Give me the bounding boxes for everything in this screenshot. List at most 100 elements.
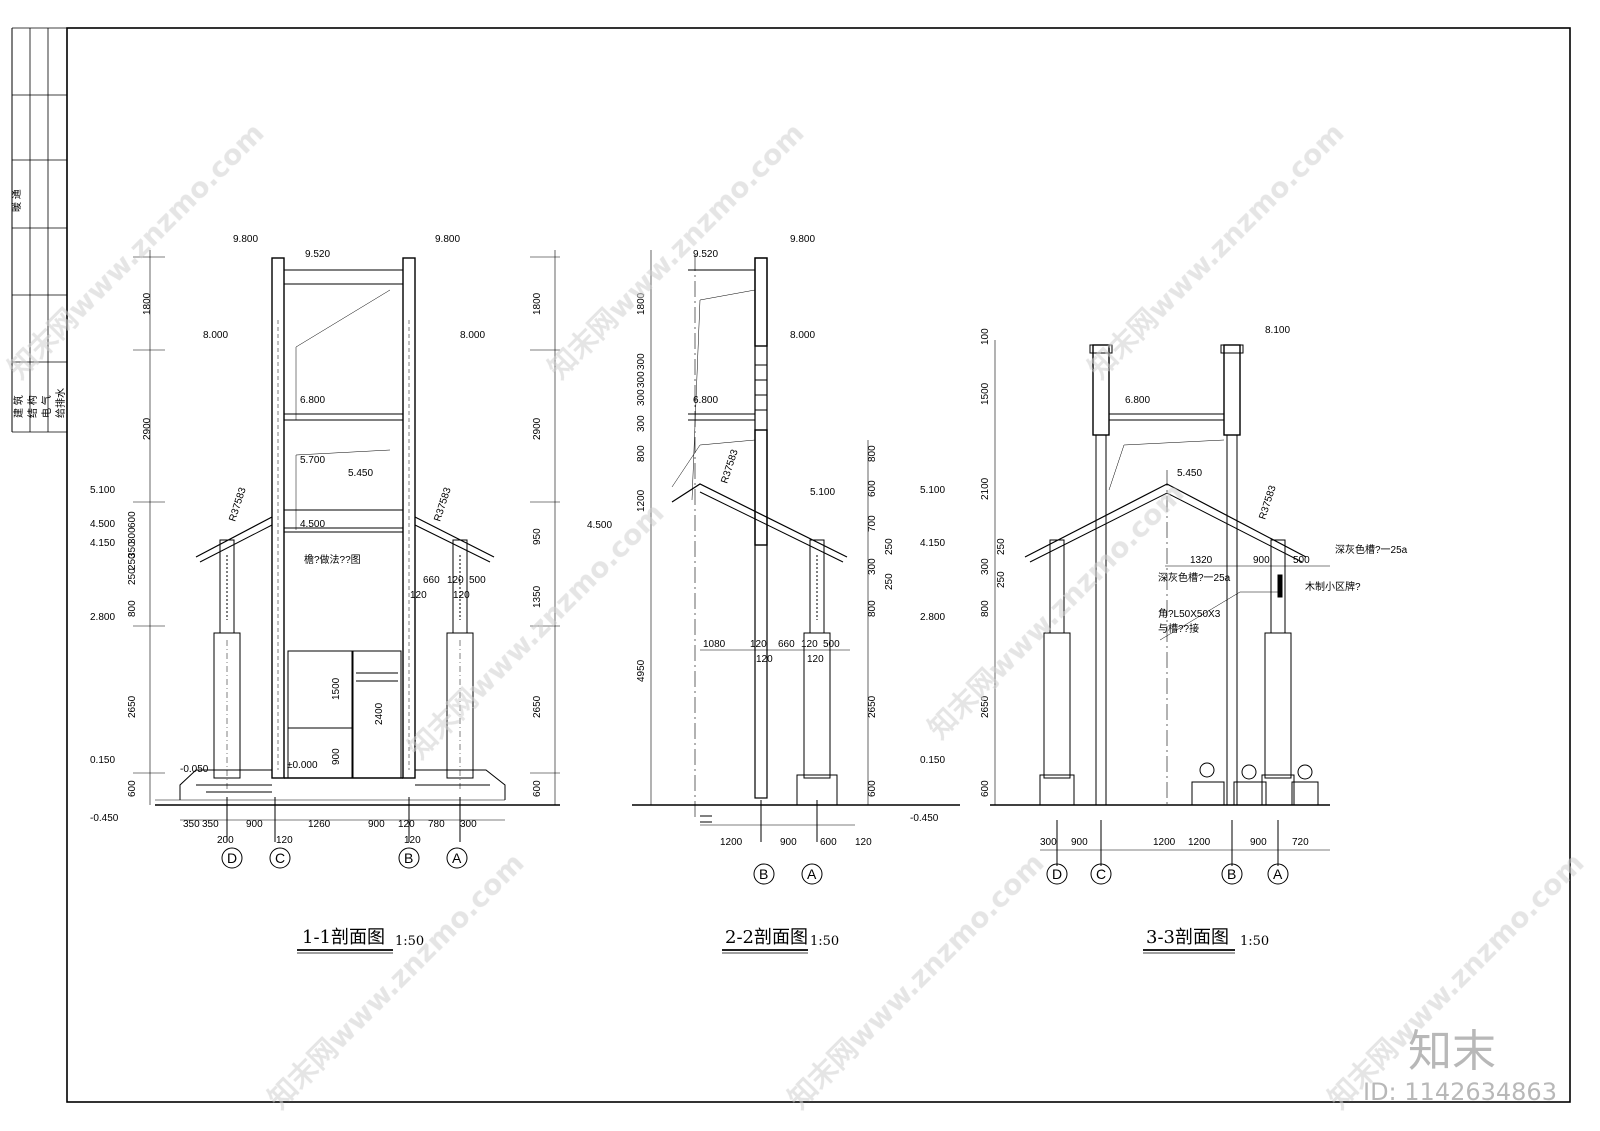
dim-label: 1200: [636, 489, 647, 512]
dim-label: 800: [867, 600, 878, 617]
dim-label: 2650: [532, 695, 543, 718]
dim-label: 1500: [980, 382, 991, 405]
watermark-layer: 知末网www.znzmo.com 知末网www.znzmo.com 知末网www…: [2, 116, 1591, 1115]
dim-label: 250: [996, 571, 1007, 588]
level-label: -0.050: [180, 764, 209, 775]
dim-label: 600: [127, 511, 138, 528]
dim-label: 1080: [703, 639, 726, 650]
dim-label: 120: [447, 575, 464, 586]
discipline-1: 建 筑: [12, 395, 25, 418]
dim-label: 950: [532, 528, 543, 545]
dim-label: 1200: [1188, 837, 1211, 848]
level-label: 4.150: [920, 538, 945, 549]
dim-label: 500: [823, 639, 840, 650]
dim-label: 600: [980, 780, 991, 797]
level-label: 0.150: [90, 755, 115, 766]
section-2-2: [632, 250, 960, 954]
radius-note: R37583: [719, 448, 740, 485]
level-label: 8.000: [460, 330, 485, 341]
sheet-frame: [11, 27, 1571, 1103]
level-label: 8.000: [790, 330, 815, 341]
axis-label-a: A: [1273, 866, 1283, 882]
section-1-1: [133, 250, 560, 954]
discipline-3: 电 气: [40, 395, 53, 418]
dim-label: 300: [636, 389, 647, 406]
discipline-2: 结 构: [26, 395, 39, 418]
dim-label: 1350: [532, 585, 543, 608]
dim-label: 120: [276, 835, 293, 846]
dim-label: 300: [127, 527, 138, 544]
dim-label: 300: [636, 415, 647, 432]
dim-label: 800: [636, 445, 647, 462]
material-note: 角?L50X50X3: [1158, 608, 1221, 620]
axis-label-b: B: [1227, 866, 1236, 882]
axis-label-a: A: [452, 850, 462, 866]
watermark-text: 知末网www.znzmo.com: [1082, 116, 1351, 385]
axis-label-c: C: [1096, 866, 1106, 882]
dim-label: 1200: [720, 837, 743, 848]
watermark-text: 知末网www.znzmo.com: [2, 116, 271, 385]
dim-label: 120: [453, 590, 470, 601]
dim-label: 120: [855, 837, 872, 848]
dim-label: 350: [202, 819, 219, 830]
dim-label: 1800: [636, 292, 647, 315]
dim-label: 2100: [980, 477, 991, 500]
dim-label: 200: [217, 835, 234, 846]
level-label: 8.100: [1265, 325, 1290, 336]
level-label: 9.800: [233, 234, 258, 245]
dim-label: 600: [127, 780, 138, 797]
dim-label: 120: [756, 654, 773, 665]
dim-label: 900: [1071, 837, 1088, 848]
dim-label: 900: [780, 837, 797, 848]
dim-label: 900: [368, 819, 385, 830]
dim-label: 250: [884, 573, 895, 590]
section-scale: 1:50: [810, 934, 839, 949]
watermark-text: 知末网www.znzmo.com: [922, 476, 1191, 745]
dim-label: 800: [867, 445, 878, 462]
dim-label: 120: [801, 639, 818, 650]
dim-label: 120: [807, 654, 824, 665]
dim-label: 600: [867, 480, 878, 497]
level-label: 6.800: [693, 395, 718, 406]
dim-label: 250: [127, 553, 138, 570]
dim-label: 300: [980, 558, 991, 575]
material-note: 深灰色槽?一25a: [1158, 571, 1231, 584]
dim-label: 600: [532, 780, 543, 797]
discipline-4: 给排水: [54, 388, 67, 418]
dim-label: 350: [183, 819, 200, 830]
level-label: 8.000: [203, 330, 228, 341]
section-title: 2-2剖面图: [725, 927, 808, 948]
dim-label: 500: [469, 575, 486, 586]
level-label: 6.800: [1125, 395, 1150, 406]
watermark-text: 知末网www.znzmo.com: [782, 846, 1051, 1115]
dim-label: 2400: [374, 702, 385, 725]
dim-label: 800: [127, 600, 138, 617]
dim-label: 900: [246, 819, 263, 830]
level-label: 2.800: [90, 612, 115, 623]
section-3-3-labels: 8.100 6.800 5.450 100 1500 2100 300 250 …: [980, 325, 1408, 949]
section-scale: 1:50: [1240, 934, 1269, 949]
level-label: 9.800: [435, 234, 460, 245]
level-label: 5.100: [920, 485, 945, 496]
dim-label: 780: [428, 819, 445, 830]
level-label: 5.700: [300, 455, 325, 466]
axis-label-b: B: [404, 850, 413, 866]
watermark-logo: 知末 ID: 1142634863: [1363, 1026, 1557, 1106]
dim-label: 2900: [142, 417, 153, 440]
dim-label: 100: [980, 328, 991, 345]
watermark-text: 知末网www.znzmo.com: [262, 846, 531, 1115]
axis-label-a: A: [807, 866, 817, 882]
level-label: 6.800: [300, 395, 325, 406]
dim-label: 1320: [1190, 555, 1213, 566]
dim-label: 600: [867, 780, 878, 797]
section-title: 3-3剖面图: [1146, 927, 1229, 948]
level-label: -0.450: [90, 813, 119, 824]
axis-label-c: C: [275, 850, 285, 866]
level-label: 4.500: [587, 520, 612, 531]
dim-label: 300: [636, 371, 647, 388]
discipline-hvac: 暖 通: [10, 189, 23, 212]
dim-label: 1800: [142, 292, 153, 315]
dim-label: 800: [980, 600, 991, 617]
material-note: 与槽??接: [1158, 622, 1199, 635]
dim-label: 250: [127, 568, 138, 585]
